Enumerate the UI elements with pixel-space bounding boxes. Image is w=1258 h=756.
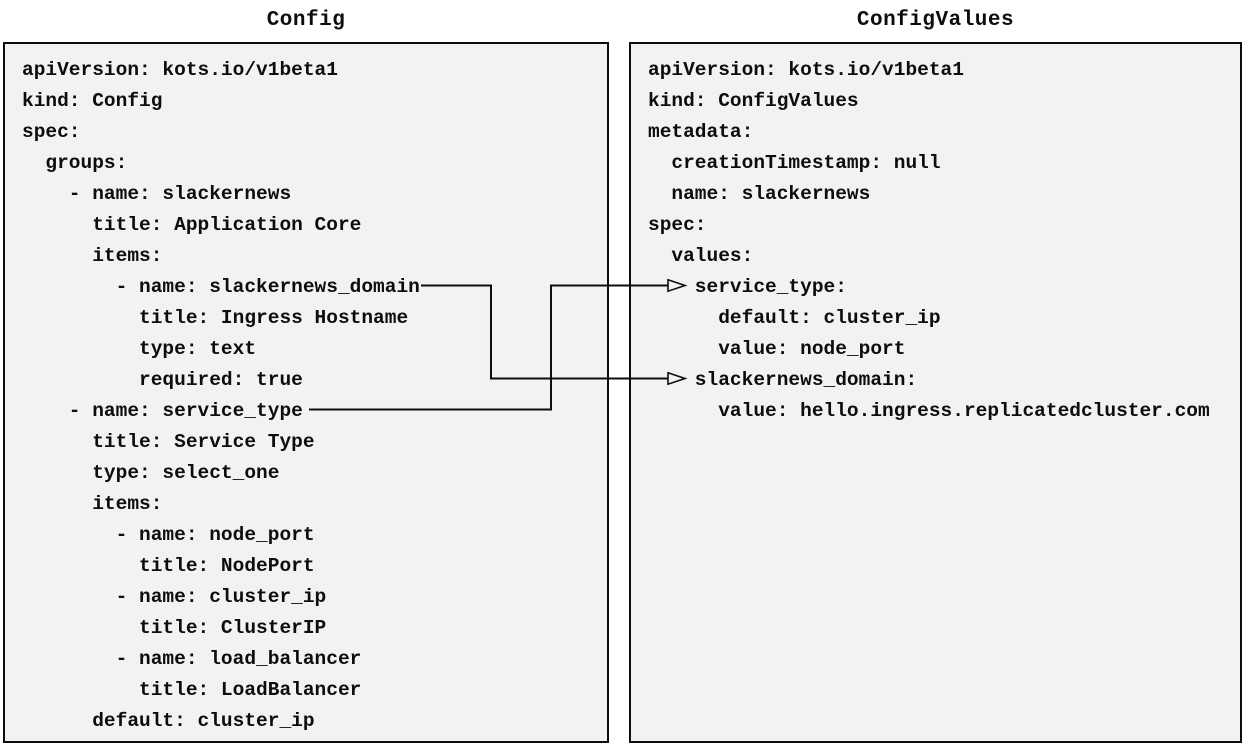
- yaml-line: title: NodePort: [22, 555, 315, 577]
- yaml-line: - name: node_port: [22, 524, 315, 546]
- yaml-line: required: true: [22, 369, 303, 391]
- yaml-line: slackernews_domain:: [648, 369, 918, 391]
- yaml-line: - name: cluster_ip: [22, 586, 327, 608]
- yaml-line: service_type:: [648, 276, 847, 298]
- configvalues-yaml-panel: apiVersion: kots.io/v1beta1 kind: ConfigV…: [629, 42, 1242, 743]
- yaml-line: title: LoadBalancer: [22, 679, 362, 701]
- yaml-line: groups:: [22, 152, 128, 174]
- yaml-line: title: Application Core: [22, 214, 362, 236]
- yaml-line: metadata:: [648, 121, 754, 143]
- yaml-line: default: cluster_ip: [22, 710, 315, 732]
- yaml-line: default: cluster_ip: [648, 307, 941, 329]
- yaml-line: apiVersion: kots.io/v1beta1: [648, 59, 964, 81]
- yaml-line: spec:: [22, 121, 81, 143]
- yaml-line: value: hello.ingress.replicatedcluster.c…: [648, 400, 1210, 422]
- yaml-line: title: Service Type: [22, 431, 315, 453]
- yaml-line: spec:: [648, 214, 707, 236]
- yaml-line: apiVersion: kots.io/v1beta1: [22, 59, 338, 81]
- yaml-line: creationTimestamp: null: [648, 152, 941, 174]
- yaml-line: kind: Config: [22, 90, 163, 112]
- yaml-line: name: slackernews: [648, 183, 871, 205]
- yaml-line: items:: [22, 245, 163, 267]
- yaml-line: title: ClusterIP: [22, 617, 327, 639]
- config-panel-title: Config: [266, 9, 346, 32]
- yaml-line: type: text: [22, 338, 257, 360]
- yaml-line: type: select_one: [22, 462, 280, 484]
- yaml-line: - name: load_balancer: [22, 648, 362, 670]
- yaml-line: values:: [648, 245, 754, 267]
- yaml-line: value: node_port: [648, 338, 906, 360]
- yaml-line: items:: [22, 493, 163, 515]
- yaml-line: title: Ingress Hostname: [22, 307, 409, 329]
- yaml-line: - name: slackernews_domain: [22, 276, 420, 298]
- yaml-line: - name: slackernews: [22, 183, 292, 205]
- config-yaml-panel: apiVersion: kots.io/v1beta1 kind: Config s…: [3, 42, 609, 743]
- yaml-line: - name: service_type: [22, 400, 303, 422]
- configvalues-panel-title: ConfigValues: [856, 9, 1015, 32]
- yaml-line: kind: ConfigValues: [648, 90, 859, 112]
